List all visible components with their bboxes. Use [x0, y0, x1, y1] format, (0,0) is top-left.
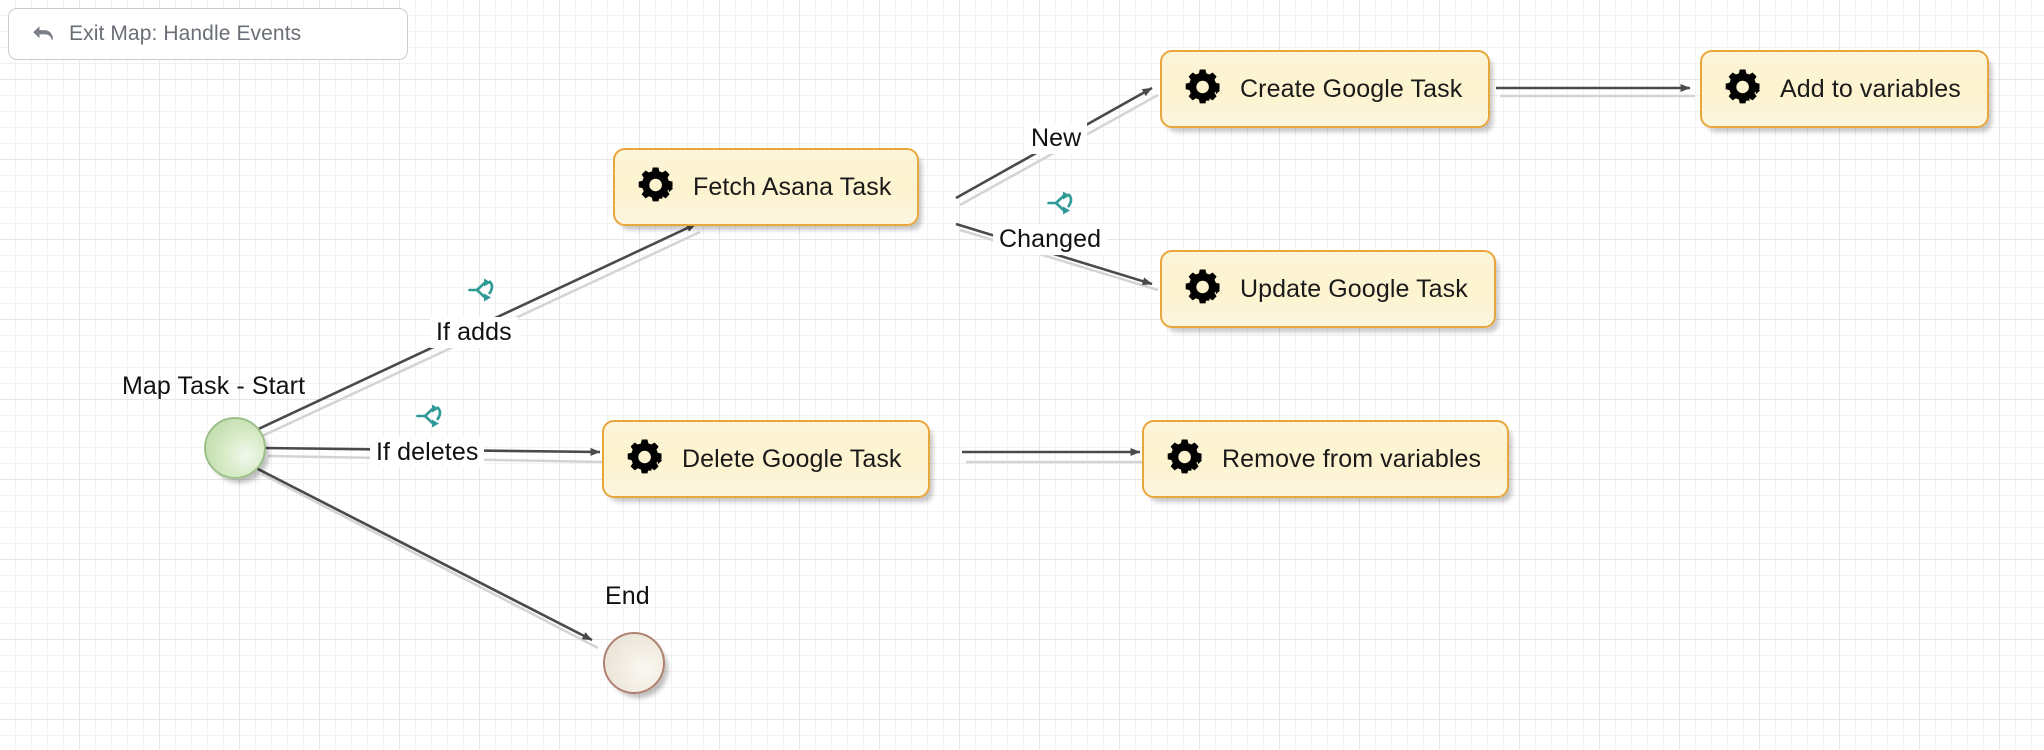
gear-task-icon: [1184, 68, 1222, 111]
exit-map-label: Exit Map: Handle Events: [69, 22, 302, 45]
branch-split-icon: [1046, 190, 1076, 216]
gear-task-icon: [1184, 268, 1222, 311]
node-label: Update Google Task: [1240, 274, 1468, 303]
exit-map-button[interactable]: Exit Map: Handle Events: [8, 8, 408, 60]
edge-start-to-end: [255, 466, 593, 642]
node-label: Remove from variables: [1222, 444, 1482, 473]
start-node[interactable]: [204, 417, 266, 479]
node-label: Fetch Asana Task: [693, 172, 892, 201]
node-label: Add to variables: [1780, 74, 1961, 103]
node-add-to-variables[interactable]: Add to variables: [1700, 50, 1989, 128]
edge-label-if-adds: If adds: [430, 317, 518, 348]
node-label: Create Google Task: [1240, 74, 1463, 103]
edge-label-if-deletes: If deletes: [370, 437, 485, 468]
node-label: Delete Google Task: [682, 444, 902, 473]
node-delete-google-task[interactable]: Delete Google Task: [602, 420, 930, 498]
gear-task-icon: [1724, 68, 1762, 111]
end-node-label: End: [605, 582, 650, 610]
edge-label-new: New: [1025, 123, 1088, 154]
gear-task-icon: [626, 438, 664, 481]
node-remove-from-variables[interactable]: Remove from variables: [1142, 420, 1510, 498]
gear-task-icon: [637, 166, 675, 209]
end-node[interactable]: [603, 632, 665, 694]
start-node-label: Map Task - Start: [122, 372, 306, 400]
branch-split-icon: [467, 277, 497, 303]
node-create-google-task[interactable]: Create Google Task: [1160, 50, 1491, 128]
node-update-google-task[interactable]: Update Google Task: [1160, 250, 1496, 328]
branch-split-icon: [415, 403, 445, 429]
back-arrow-icon: [31, 23, 55, 45]
edge-label-changed: Changed: [993, 224, 1108, 255]
gear-task-icon: [1166, 438, 1204, 481]
node-fetch-asana-task[interactable]: Fetch Asana Task: [613, 148, 920, 226]
